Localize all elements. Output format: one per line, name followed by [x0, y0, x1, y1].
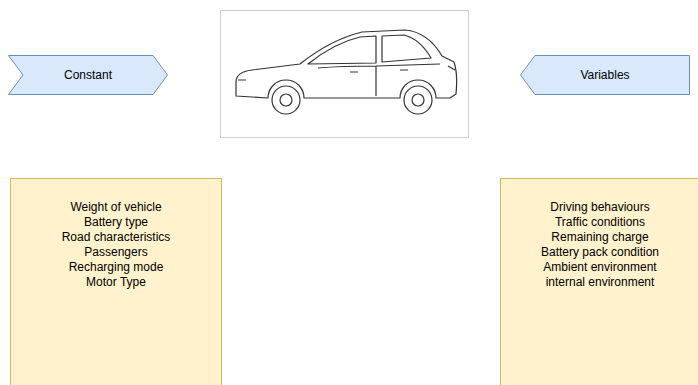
list-box: Driving behavioursTraffic conditionsRema… [500, 178, 698, 385]
list-item: Road characteristics [11, 230, 221, 245]
car-illustration [236, 30, 457, 114]
list-item: Driving behaviours [501, 200, 698, 215]
list-box: Weight of vehicleBattery typeRoad charac… [10, 178, 222, 385]
list-item: Battery type [11, 215, 221, 230]
list-item: Recharging mode [11, 260, 221, 275]
list-item: Traffic conditions [501, 215, 698, 230]
arrow-label: Constant [8, 55, 168, 95]
list-item: Motor Type [11, 275, 221, 290]
image-frame [221, 11, 469, 138]
step-arrow: Constant [8, 55, 168, 95]
list-item: internal environment [501, 275, 698, 290]
list-item: Passengers [11, 245, 221, 260]
arrow-shape [521, 56, 690, 95]
list-item: Battery pack condition [501, 245, 698, 260]
list-item: Remaining charge [501, 230, 698, 245]
arrow-label: Variables [520, 55, 690, 95]
list-item: Ambient environment [501, 260, 698, 275]
list-item: Weight of vehicle [11, 200, 221, 215]
step-arrow: Variables [520, 55, 690, 95]
arrow-shape [9, 56, 168, 95]
